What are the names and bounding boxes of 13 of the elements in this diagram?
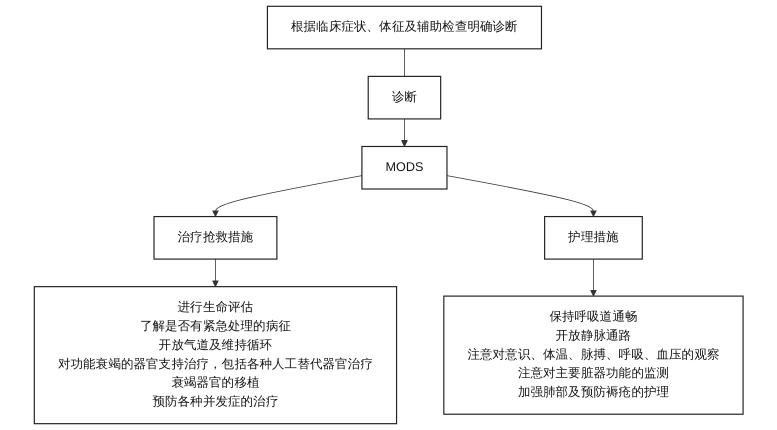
node-box: 治疗抢救措施 xyxy=(153,216,278,260)
arrow xyxy=(590,258,597,296)
node-box: 诊断 xyxy=(367,76,442,120)
arrow xyxy=(212,175,362,217)
arrow xyxy=(446,175,597,217)
arrow xyxy=(400,118,408,147)
node-box: 根据临床症状、体征及辅助检查明确诊断 xyxy=(266,6,542,50)
connector xyxy=(404,48,405,77)
node-box: MODS xyxy=(361,146,448,190)
arrow xyxy=(212,258,219,287)
node-box: 进行生命评估 了解是否有紧急处理的病征 开放气道及维持循环 对功能衰竭的器官支持治疗，包括各种人工替代器官治疗 衰竭器官的移植 预防各种并发症的治疗 xyxy=(34,286,397,424)
node-box: 护理措施 xyxy=(544,216,643,260)
node-box: 保持呼吸道通畅 开放静脉通路 注意对意识、体温、脉搏、呼吸、血压的观察 注意对主要脏器功能的监测 加强肺部及预防褥疮的护理 xyxy=(443,296,744,415)
